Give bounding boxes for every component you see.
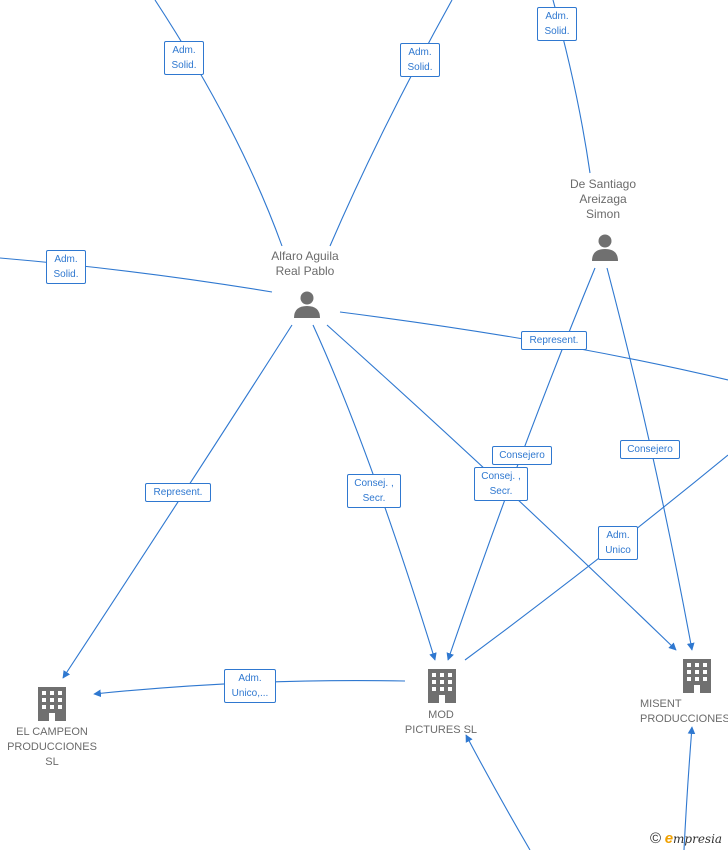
person-label-alfaro[interactable]: Alfaro Aguila Real Pablo <box>271 249 339 278</box>
edge-line <box>465 734 531 850</box>
edge-label-consej-secr: Consej. , Secr. <box>347 474 401 508</box>
empresia-watermark: © empresia <box>650 830 722 847</box>
edge-label-represent: Represent. <box>521 331 587 350</box>
building-icon <box>683 659 711 693</box>
person-icon <box>294 291 320 318</box>
building-icon <box>38 687 66 721</box>
brand-initial: e <box>664 830 674 847</box>
person-icon <box>592 234 618 261</box>
edge-line <box>683 726 696 850</box>
edge-line <box>329 0 453 247</box>
person-label-desantiago[interactable]: De Santiago Areizaga Simon <box>569 177 637 221</box>
edge-line <box>154 0 283 247</box>
edge-label-consej-secr: Consej. , Secr. <box>474 467 528 501</box>
company-label-elcampeon[interactable]: EL CAMPEON PRODUCCIONES SL <box>7 726 97 768</box>
company-label-modpictures[interactable]: MOD PICTURES SL <box>404 709 478 736</box>
brand-name: mpresia <box>673 832 723 846</box>
building-icon <box>428 669 456 703</box>
edge-label-adm-unico: Adm. Unico <box>598 526 638 560</box>
edge-label-consejero: Consejero <box>620 440 680 459</box>
edge-label-adm-solid: Adm. Solid. <box>400 43 440 77</box>
edge-line <box>0 257 273 293</box>
edge-label-consejero: Consejero <box>492 446 552 465</box>
copyright-symbol: © <box>650 830 662 847</box>
edge-line <box>312 324 437 661</box>
edge-label-adm-unico: Adm. Unico,... <box>224 669 276 703</box>
edge-label-adm-solid: Adm. Solid. <box>537 7 577 41</box>
edge-label-adm-solid: Adm. Solid. <box>164 41 204 75</box>
company-label-misent[interactable]: MISENT PRODUCCIONES <box>640 698 728 725</box>
edge-label-represent: Represent. <box>145 483 211 502</box>
edge-label-adm-solid: Adm. Solid. <box>46 250 86 284</box>
edge-line <box>606 267 695 651</box>
